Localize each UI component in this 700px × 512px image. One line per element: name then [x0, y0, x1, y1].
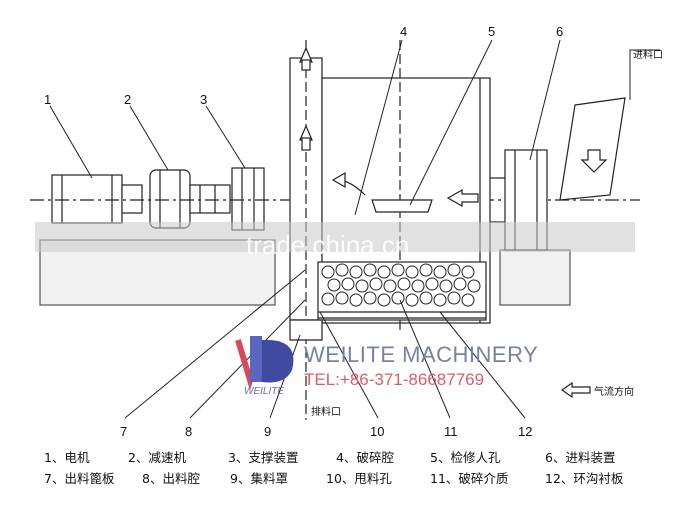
- callout-3: 3: [200, 92, 207, 107]
- callout-2: 2: [124, 92, 131, 107]
- legend-item-11: 11、破碎介质: [430, 471, 509, 486]
- legend-item-10: 10、甩料孔: [326, 471, 392, 486]
- callout-5: 5: [488, 24, 495, 39]
- legend-item-9: 9、集料罩: [230, 471, 288, 486]
- callout-8: 8: [185, 424, 192, 439]
- airflow-label: 气流方向: [594, 387, 634, 398]
- watermark-text: trade.china.cn: [246, 230, 410, 260]
- legend-item-12: 12、环沟衬板: [545, 471, 624, 486]
- callout-9: 9: [264, 424, 271, 439]
- legend-item-6: 6、进料装置: [545, 450, 616, 465]
- callout-11: 11: [444, 424, 458, 439]
- legend-item-2: 2、减速机: [128, 450, 186, 465]
- legend-item-4: 4、破碎腔: [336, 450, 394, 465]
- feed-hopper: [559, 97, 626, 201]
- support-device: [231, 167, 265, 231]
- legend-item-3: 3、支撑装置: [228, 450, 299, 465]
- logo-text: WEILITE: [244, 386, 285, 397]
- legend-item-1: 1、电机: [44, 450, 90, 465]
- callout-6: 6: [556, 24, 563, 39]
- inlet-label: 进料口: [633, 50, 663, 61]
- outlet-label: 排料口: [311, 407, 341, 418]
- brand-name: WEILITE MACHINERY: [304, 342, 539, 367]
- watermark-band: [35, 222, 635, 252]
- callout-7: 7: [120, 424, 127, 439]
- legend-item-5: 5、检修人孔: [430, 450, 501, 465]
- callout-10: 10: [370, 424, 384, 439]
- callout-4: 4: [400, 24, 407, 39]
- brand-telephone: TEL:+86-371-86687769: [304, 370, 485, 389]
- manhole: [371, 199, 433, 213]
- legend-item-8: 8、出料腔: [142, 471, 200, 486]
- motor: [51, 174, 123, 224]
- callout-1: 1: [44, 92, 51, 107]
- collection-hood: [289, 319, 323, 341]
- legend-item-7: 7、出料篦板: [44, 471, 115, 486]
- reducer: [149, 169, 191, 229]
- callout-12: 12: [518, 424, 532, 439]
- foundation-right: [499, 249, 571, 306]
- company-logo: [235, 336, 294, 391]
